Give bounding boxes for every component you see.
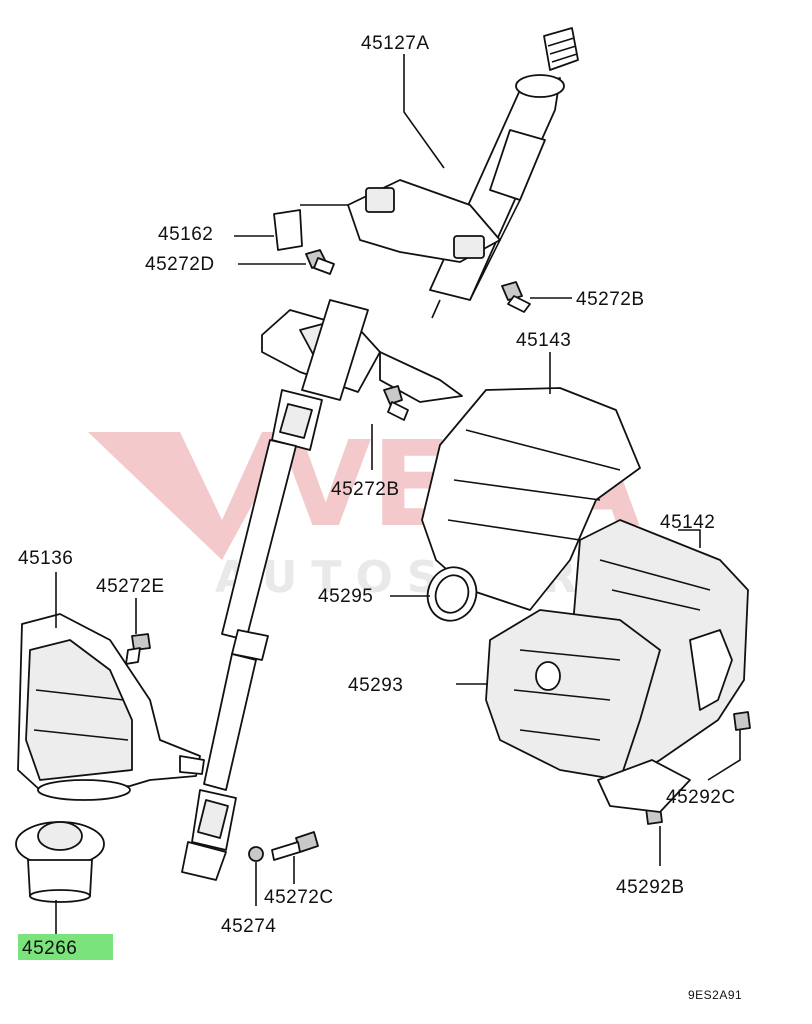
label-45295: 45295 xyxy=(318,586,373,607)
label-45272B-top: 45272B xyxy=(576,289,645,310)
fasteners xyxy=(125,209,751,862)
label-45142: 45142 xyxy=(660,512,715,533)
lower-panel-45293 xyxy=(485,609,691,813)
label-45272D: 45272D xyxy=(145,254,215,275)
watermark-logo-mark xyxy=(88,432,292,560)
diagram-code: 9ES2A91 xyxy=(688,988,742,1002)
label-45292C: 45292C xyxy=(666,787,736,808)
label-45274: 45274 xyxy=(221,916,276,937)
part-labels: 45127A 45162 45272D 45272B 45143 45272B … xyxy=(18,33,742,1002)
boot-45136 xyxy=(17,613,205,801)
label-45127A: 45127A xyxy=(361,33,430,54)
label-45292B: 45292B xyxy=(616,877,685,898)
label-45143: 45143 xyxy=(516,330,571,351)
label-45266: 45266 xyxy=(22,938,77,959)
highlight-45266 xyxy=(18,934,113,960)
label-45293: 45293 xyxy=(348,675,403,696)
label-45272C: 45272C xyxy=(264,887,334,908)
label-45162: 45162 xyxy=(158,224,213,245)
column-cover-upper xyxy=(421,387,641,611)
intermediate-shaft xyxy=(181,389,323,881)
label-45272E: 45272E xyxy=(96,576,165,597)
steering-column-upper xyxy=(261,27,579,403)
ring-45295 xyxy=(426,566,478,622)
leader-lines xyxy=(55,54,741,934)
label-45272B-mid: 45272B xyxy=(331,479,400,500)
grommet-45266 xyxy=(15,821,105,903)
label-45136: 45136 xyxy=(18,548,73,569)
